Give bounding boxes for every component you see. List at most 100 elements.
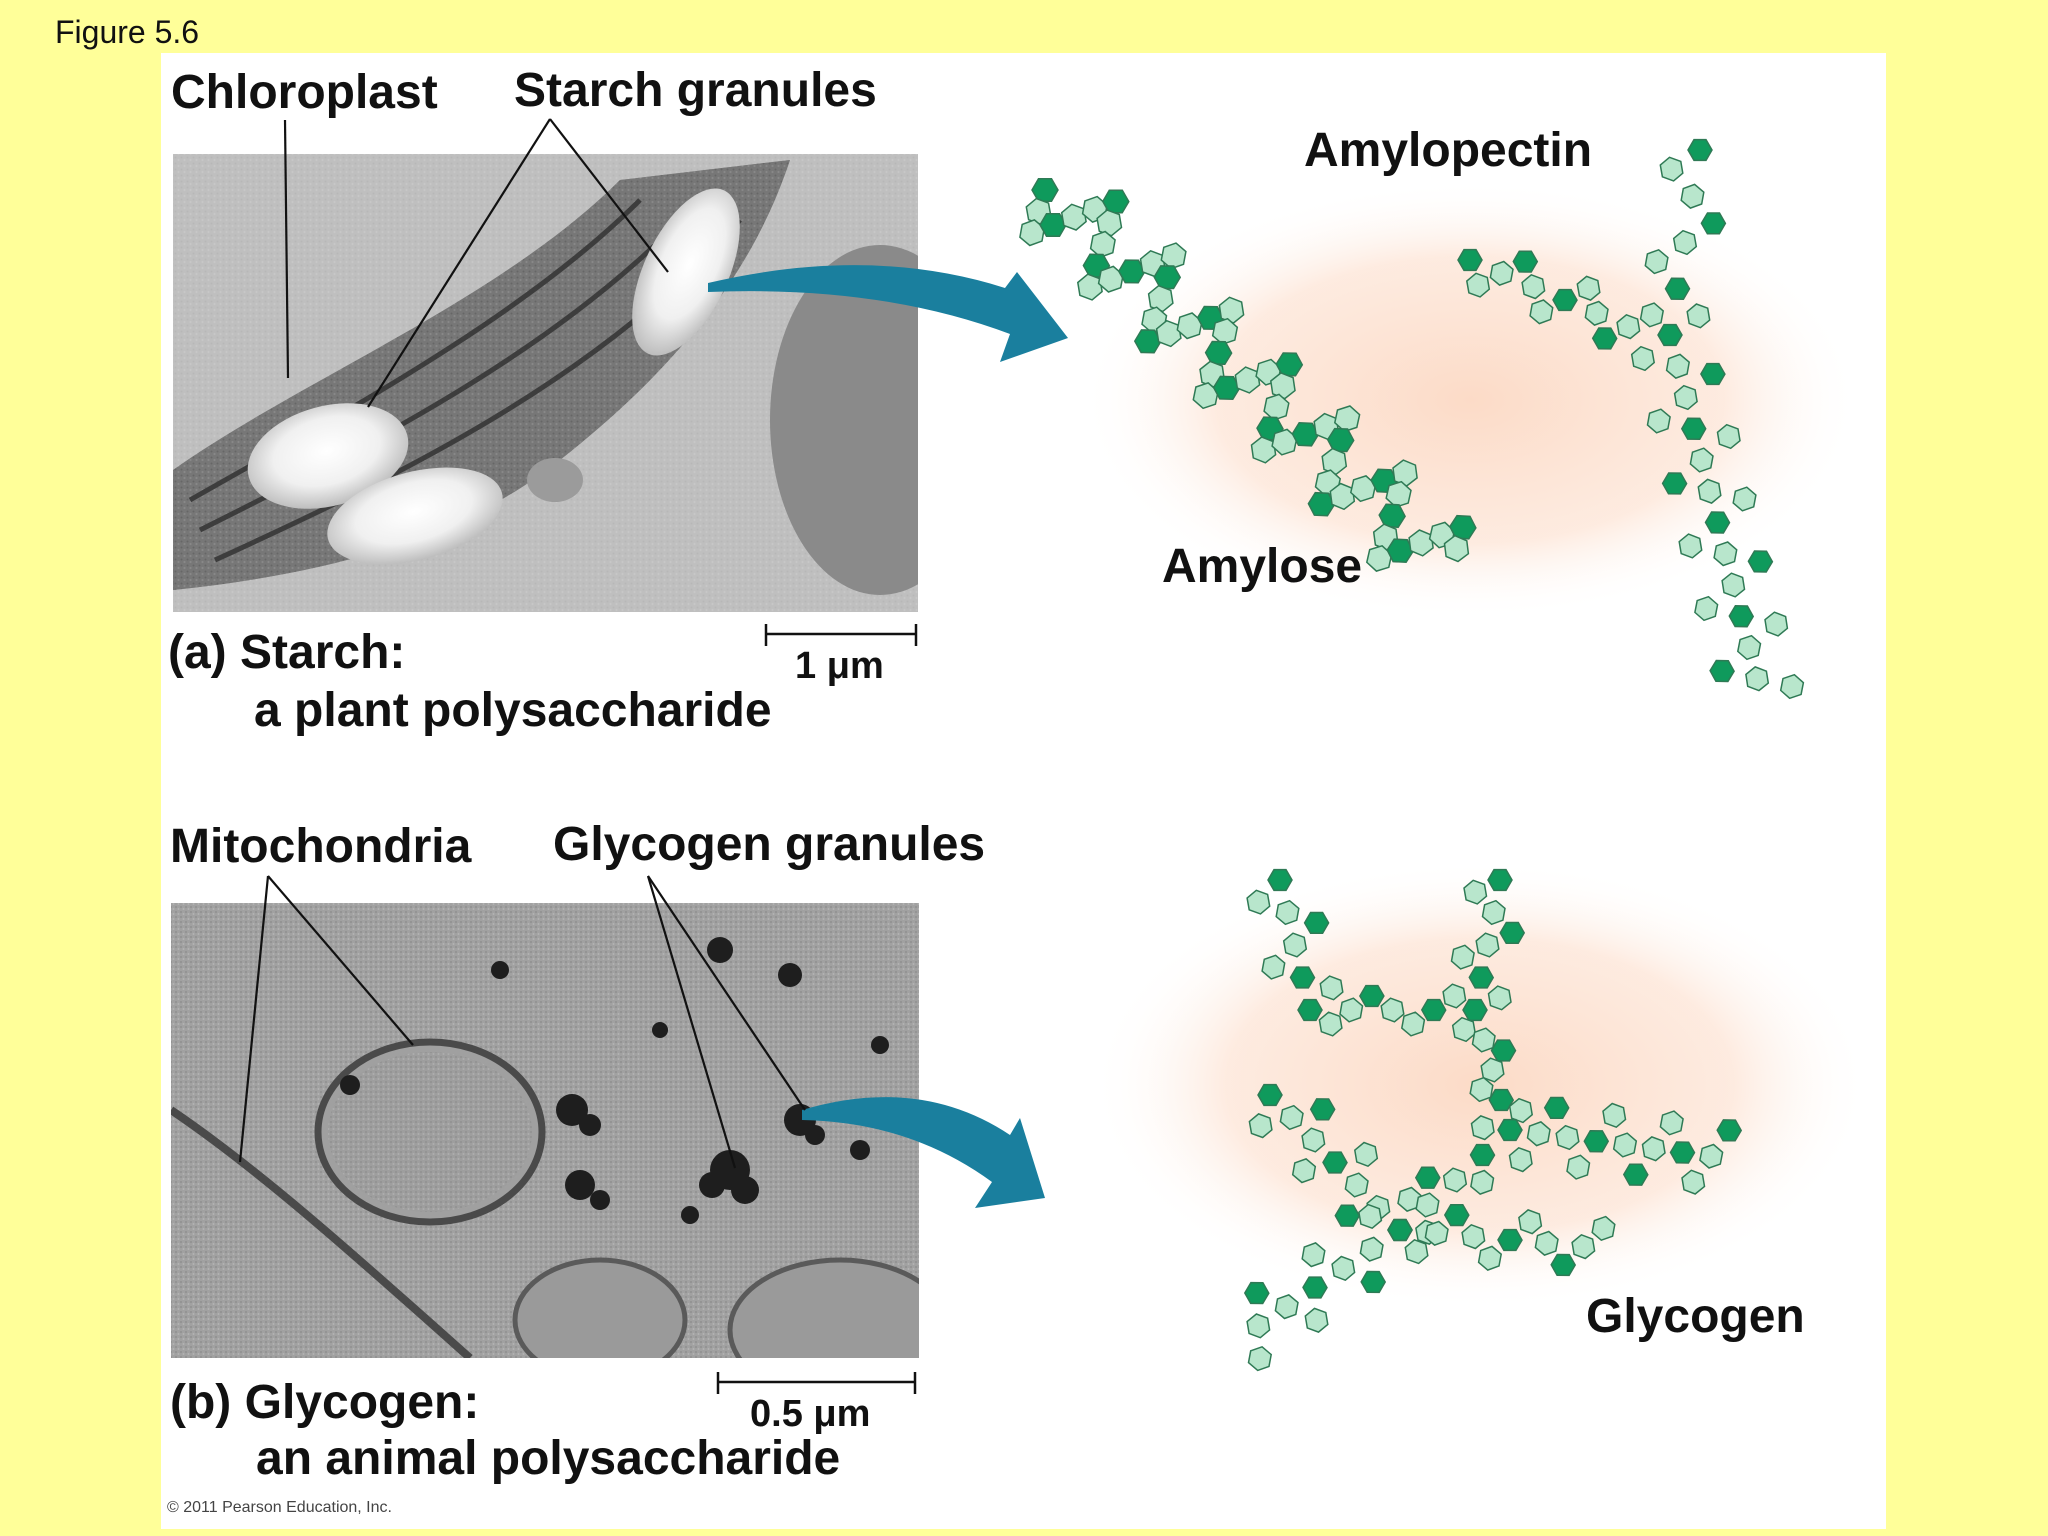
glucose-unit — [1591, 327, 1618, 350]
arrow-starch — [708, 265, 1068, 362]
glucose-unit — [1246, 889, 1271, 915]
glucose-unit — [1694, 595, 1719, 622]
caption-b-line2: an animal polysaccharide — [256, 1432, 840, 1485]
glucose-unit — [1076, 273, 1103, 301]
glucose-unit — [1680, 183, 1705, 209]
glucose-unit — [1489, 260, 1514, 286]
glucose-unit — [1133, 329, 1162, 354]
glucose-unit — [1477, 1245, 1503, 1271]
glucose-unit — [1246, 1313, 1271, 1339]
glucose-unit — [1552, 288, 1578, 312]
glucose-unit — [1267, 868, 1293, 892]
glucose-unit — [1470, 1169, 1495, 1195]
glucose-unit — [1415, 1192, 1440, 1218]
glucose-unit — [1279, 1104, 1304, 1131]
glucose-unit — [1659, 156, 1684, 182]
glucose-unit — [1450, 944, 1475, 970]
glucose-unit — [1261, 954, 1286, 980]
glucose-unit — [1664, 277, 1691, 300]
glucose-unit — [1639, 302, 1665, 328]
glucose-unit — [1672, 229, 1698, 256]
glucose-unit — [1097, 265, 1124, 293]
amylose-amylopectin-glow — [1080, 180, 1860, 620]
glucose-unit — [1764, 611, 1789, 637]
glucose-unit — [1700, 212, 1727, 235]
glucose-unit — [1096, 209, 1123, 237]
glucose-unit — [1359, 1236, 1384, 1262]
glucose-unit — [1681, 1169, 1706, 1195]
glucose-unit — [1282, 932, 1308, 958]
glucose-unit — [1697, 478, 1722, 504]
glucose-unit — [1689, 447, 1714, 473]
glucose-unit — [1204, 340, 1233, 366]
glucose-unit — [1487, 985, 1512, 1011]
glucose-unit — [1529, 299, 1554, 325]
glucose-unit — [1716, 423, 1741, 450]
label-amylose: Amylose — [1162, 540, 1362, 593]
glucose-unit — [1709, 659, 1735, 683]
glucose-unit — [1387, 1218, 1413, 1242]
glucose-unit — [1309, 1098, 1336, 1121]
glucose-unit — [1243, 1281, 1270, 1305]
glucose-unit — [1497, 1118, 1523, 1142]
glucose-unit — [1661, 472, 1688, 495]
glucose-unit — [1543, 1096, 1570, 1120]
glucose-unit — [1470, 1115, 1495, 1141]
glucose-unit — [1704, 511, 1731, 534]
glucose-unit — [1275, 352, 1304, 377]
glucose-unit — [1699, 1143, 1724, 1169]
glucose-unit — [1449, 514, 1477, 540]
glucose-unit — [1442, 983, 1467, 1009]
glucose-unit — [1289, 966, 1316, 989]
glucose-unit — [1301, 1127, 1326, 1153]
glucose-unit — [1616, 313, 1641, 340]
glucose-unit — [1250, 436, 1277, 464]
glucose-unit — [1481, 899, 1506, 926]
glucose-unit — [1385, 480, 1412, 508]
glucose-unit — [1659, 1110, 1684, 1136]
label-glycogen: Glycogen — [1586, 1290, 1805, 1343]
glucose-unit — [1424, 1220, 1449, 1246]
glucose-unit — [1490, 1039, 1517, 1062]
glucose-unit — [1657, 323, 1683, 347]
glucose-unit — [1339, 997, 1364, 1023]
glucose-unit — [1031, 177, 1059, 203]
scale-label-b: 0.5 μm — [750, 1393, 870, 1435]
glucose-unit — [1469, 1143, 1496, 1167]
glucose-unit — [1291, 1158, 1317, 1184]
glucose-unit — [1646, 408, 1671, 434]
glucose-unit — [1319, 975, 1344, 1001]
glucose-unit — [1247, 1345, 1273, 1372]
glucose-unit — [1526, 1121, 1551, 1147]
glucose-unit — [1153, 265, 1182, 290]
glucose-unit — [1392, 459, 1418, 487]
glucose-unit — [1304, 1307, 1329, 1333]
caption-a-line2: a plant polysaccharide — [254, 684, 772, 737]
glucose-unit — [1302, 1276, 1328, 1299]
glucose-unit — [1732, 486, 1757, 512]
glucose-unit — [1443, 1203, 1470, 1227]
glucose-unit — [1400, 1011, 1426, 1037]
glucose-unit — [1555, 1124, 1580, 1151]
glucose-unit — [1591, 1215, 1616, 1242]
glucose-unit — [1360, 1270, 1387, 1294]
glucose-unit — [1451, 1016, 1477, 1043]
glucose-unit — [1353, 1141, 1379, 1168]
glucose-unit — [1508, 1097, 1534, 1124]
glucose-unit — [1404, 1238, 1429, 1265]
glycogen-micrograph — [171, 903, 919, 1358]
glucose-unit — [1550, 1253, 1577, 1277]
glucose-unit — [1274, 1294, 1299, 1320]
glucose-unit — [1583, 1130, 1610, 1153]
glucose-unit — [1443, 534, 1470, 563]
glucose-unit — [1463, 879, 1488, 905]
glucose-unit — [1475, 932, 1500, 958]
glucose-unit — [1321, 447, 1348, 476]
glucose-unit — [1147, 284, 1174, 313]
starch-granule — [327, 467, 503, 565]
glucose-unit — [1630, 345, 1656, 372]
glucose-unit — [1307, 491, 1336, 517]
scale-bar-b — [716, 1372, 917, 1394]
glucose-unit — [1322, 1151, 1348, 1174]
glucose-unit — [1060, 203, 1087, 231]
